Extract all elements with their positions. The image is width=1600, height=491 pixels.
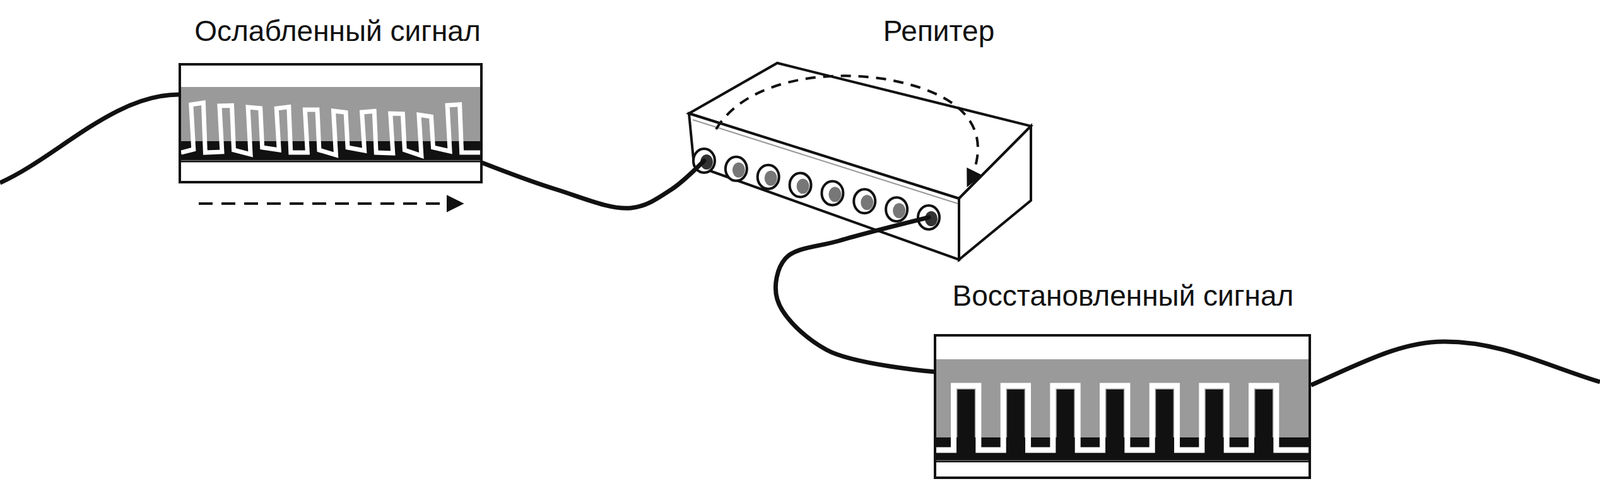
port [789, 173, 812, 198]
port-socket [892, 203, 906, 219]
cable [1311, 341, 1600, 386]
port-socket [860, 194, 874, 211]
signal-panel: Восстановленный сигнал [921, 277, 1338, 486]
repeater-body [688, 63, 1031, 260]
repeater: Репитер [681, 6, 1048, 265]
signal-panel: Ослабленный сигнал [151, 6, 530, 196]
signal-path-arrow [716, 75, 978, 185]
signal-trace [933, 334, 1312, 480]
signal-wave [936, 336, 1309, 477]
port-socket [796, 179, 810, 195]
port [757, 165, 780, 190]
node-label: Восстановленный сигнал [950, 280, 1297, 313]
repeater-ports [693, 148, 940, 230]
node-label: Репитер [880, 15, 998, 48]
port [853, 189, 876, 214]
cable [0, 94, 179, 183]
port-socket [828, 186, 842, 202]
port-socket [764, 170, 778, 187]
port [725, 157, 748, 182]
signal-wave [181, 65, 481, 182]
node-label: Ослабленный сигнал [191, 15, 484, 48]
cable [482, 160, 705, 209]
port [885, 197, 908, 222]
signal-trace [178, 63, 483, 184]
direction-arrow [198, 202, 461, 206]
cable [775, 217, 934, 373]
port [821, 181, 843, 206]
repeater-box [688, 63, 1031, 260]
port-socket [732, 162, 746, 178]
